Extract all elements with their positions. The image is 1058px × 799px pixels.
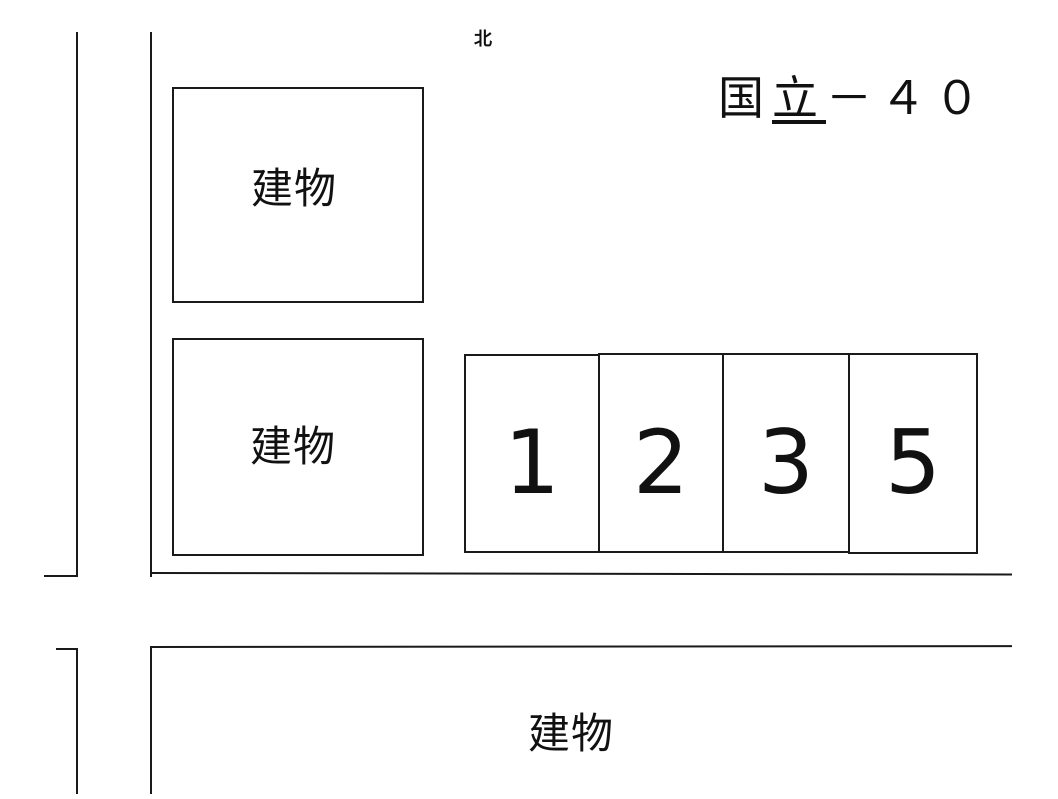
road-line-left-outer-bottom (76, 648, 78, 794)
title-prefix: 国 (718, 71, 772, 125)
road-line-lower-horizontal (149, 645, 1013, 648)
parking-space-2: 2 (598, 353, 724, 553)
building-top-left: 建物 (172, 87, 424, 303)
building-label: 建物 (250, 163, 337, 213)
building-bottom-label: 建物 (528, 709, 615, 758)
title-underlined: 立 (772, 71, 826, 125)
map-title: 国立－４０ (718, 62, 988, 128)
road-line-left-corner-top (44, 575, 78, 577)
parking-space-3: 3 (722, 353, 850, 553)
building-middle-left: 建物 (172, 338, 424, 556)
building-label: 建物 (249, 421, 336, 471)
parking-number: 3 (758, 410, 814, 514)
road-line-left-inner-bottom (150, 648, 152, 794)
road-line-left-corner-bottom (56, 648, 78, 650)
parking-space-5: 5 (848, 353, 978, 554)
title-suffix: －４０ (826, 71, 988, 125)
parking-number: 5 (885, 411, 941, 514)
parking-number: 1 (504, 411, 560, 514)
north-label: 北 (474, 29, 492, 50)
road-line-left-outer-top (76, 32, 78, 577)
road-line-upper-horizontal (149, 572, 1013, 576)
parking-number: 2 (633, 410, 689, 514)
road-line-left-inner (150, 32, 152, 577)
parking-space-1: 1 (464, 354, 600, 553)
